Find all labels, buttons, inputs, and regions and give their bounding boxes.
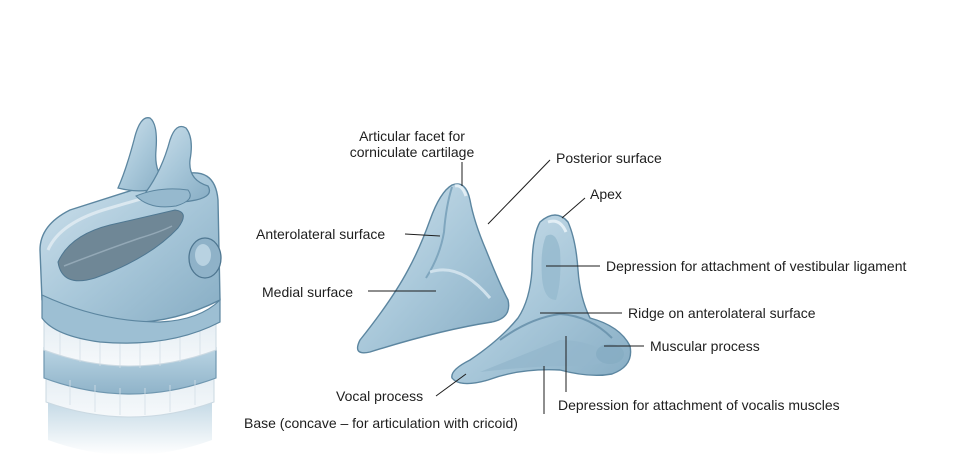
- label-depression-vocalis: Depression for attachment of vocalis mus…: [558, 397, 840, 413]
- label-articular-facet: Articular facet for corniculate cartilag…: [347, 128, 477, 160]
- leader-apex: [561, 197, 586, 219]
- label-articular-facet-line2: corniculate cartilage: [349, 144, 475, 160]
- label-apex: Apex: [590, 186, 622, 202]
- label-medial-surface: Medial surface: [262, 284, 354, 300]
- label-vocal-process: Vocal process: [336, 388, 424, 404]
- label-depression-vestibular: Depression for attachment of vestibular …: [606, 258, 907, 274]
- leader-lines: [368, 159, 644, 414]
- label-ridge-anterolateral: Ridge on anterolateral surface: [628, 305, 816, 321]
- label-anterolateral-surface: Anterolateral surface: [256, 226, 386, 242]
- leader-anterolateral-surface: [404, 233, 441, 237]
- leader-vocal-process: [435, 373, 467, 397]
- leader-posterior-surface: [487, 159, 551, 225]
- arytenoid-anterolateral-view: [451, 214, 632, 385]
- label-muscular-process: Muscular process: [650, 338, 760, 354]
- arytenoid-medial-view: [356, 183, 510, 354]
- larynx-illustration: [39, 117, 222, 455]
- label-articular-facet-line1: Articular facet for: [359, 128, 465, 144]
- label-posterior-surface: Posterior surface: [556, 150, 662, 166]
- label-base: Base (concave – for articulation with cr…: [244, 415, 518, 431]
